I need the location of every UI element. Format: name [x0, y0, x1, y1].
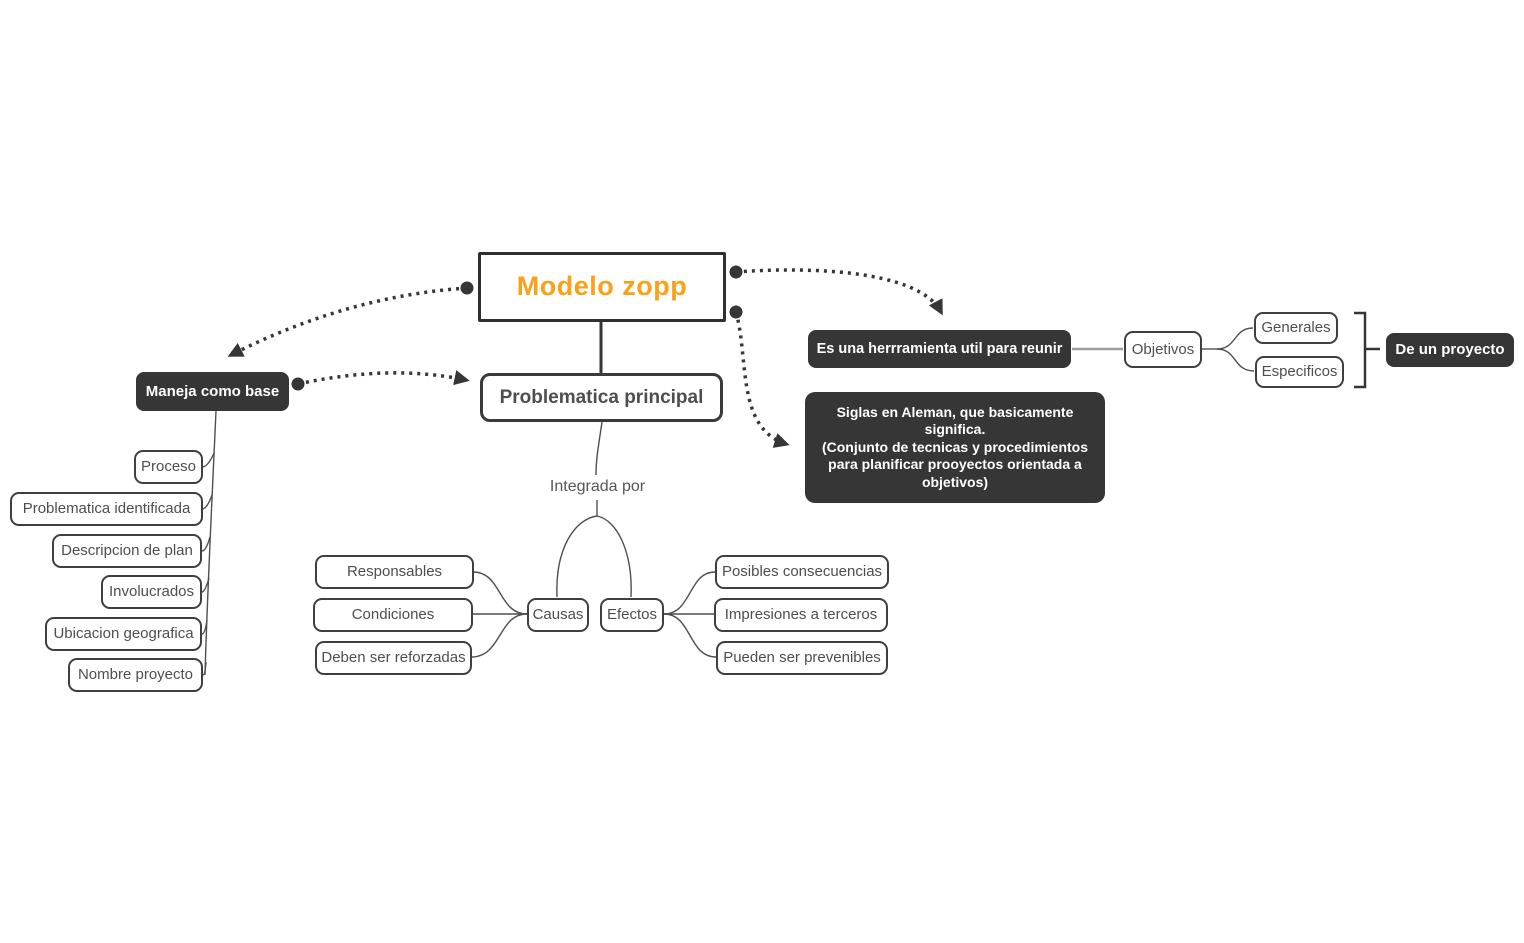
link-integrada-efectos: [596, 515, 632, 598]
node-integrada-por[interactable]: Integrada por: [549, 478, 646, 495]
node-nombre-proyecto[interactable]: Nombre proyecto: [68, 658, 203, 692]
arrow-maneja-problematica: [297, 370, 470, 386]
link-base-proceso: [201, 452, 215, 468]
node-maneja-como-base[interactable]: Maneja como base: [136, 372, 289, 411]
node-causas[interactable]: Causas: [527, 598, 589, 632]
node-siglas-en-aleman[interactable]: Siglas en Aleman, que basicamente signif…: [805, 392, 1105, 503]
node-es-una-herramienta[interactable]: Es una herrramienta util para reunir: [808, 330, 1071, 368]
arrow-root-maneja: [227, 286, 468, 357]
anchor-dots: [291, 265, 743, 391]
link-base-involucrados: [201, 577, 210, 593]
link-efectos-consecuencias: [663, 571, 716, 615]
node-impresiones-a-terceros[interactable]: Impresiones a terceros: [714, 598, 888, 632]
bracket: [1354, 311, 1380, 389]
arrow-root-herramienta: [735, 268, 943, 316]
link-base-descripcion: [201, 536, 211, 552]
node-deben-ser-reforzadas[interactable]: Deben ser reforzadas: [315, 641, 472, 675]
link-integrada-causas: [556, 515, 598, 598]
node-pueden-ser-prevenibles[interactable]: Pueden ser prevenibles: [716, 641, 888, 675]
node-problematica-principal[interactable]: Problematica principal: [480, 373, 723, 422]
node-de-un-proyecto[interactable]: De un proyecto: [1386, 333, 1514, 367]
node-generales[interactable]: Generales: [1254, 312, 1338, 344]
dotted-arrows: [227, 268, 943, 448]
link-objetivos-generales: [1216, 327, 1254, 350]
arrow-root-siglas: [734, 311, 790, 448]
link-problematica-integrada: [595, 421, 603, 476]
link-base-identificada: [201, 494, 213, 510]
link-causas-reforzadas: [470, 613, 528, 658]
node-especificos[interactable]: Especificos: [1255, 356, 1344, 388]
link-efectos-prevenibles: [663, 613, 717, 658]
node-involucrados[interactable]: Involucrados: [101, 575, 202, 609]
node-efectos[interactable]: Efectos: [600, 598, 664, 632]
link-causas-responsables: [472, 571, 528, 615]
node-responsables[interactable]: Responsables: [315, 555, 474, 589]
anchor-dot: [291, 377, 305, 391]
link-objetivos-especificos: [1216, 348, 1255, 372]
link-base-ubicacion: [201, 619, 208, 635]
node-posibles-consecuencias[interactable]: Posibles consecuencias: [715, 555, 889, 589]
node-objetivos[interactable]: Objetivos: [1124, 331, 1202, 368]
node-ubicacion-geografica[interactable]: Ubicacion geografica: [45, 617, 202, 651]
node-modelo-zopp[interactable]: Modelo zopp: [478, 252, 726, 322]
node-problematica-identificada[interactable]: Problematica identificada: [10, 492, 203, 526]
link-base-nombre: [202, 661, 207, 676]
node-condiciones[interactable]: Condiciones: [313, 598, 473, 632]
node-proceso[interactable]: Proceso: [134, 450, 203, 484]
node-descripcion-de-plan[interactable]: Descripcion de plan: [52, 534, 202, 568]
anchor-dot: [729, 265, 743, 279]
anchor-dot: [460, 281, 474, 295]
anchor-dot: [729, 305, 743, 319]
link-base-trunk: [204, 410, 217, 676]
